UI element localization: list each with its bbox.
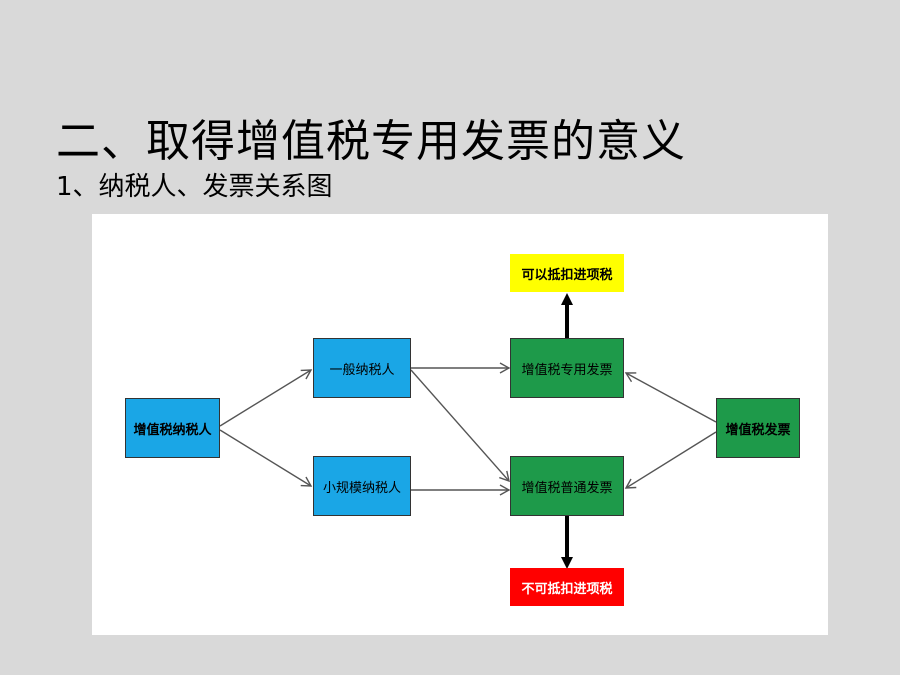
node-special-invoice: 增值税专用发票 <box>510 338 624 398</box>
arrow-vat-to-ordinary <box>624 431 717 489</box>
slide-subtitle: 1、纳税人、发票关系图 <box>56 172 333 202</box>
relationship-diagram: 增值税纳税人 一般纳税人 小规模纳税人 增值税专用发票 增值税普通发票 增值税发… <box>92 214 828 635</box>
arrow-vat-to-special <box>624 372 717 423</box>
node-deductible: 可以抵扣进项税 <box>510 254 624 292</box>
node-small-scale-taxpayer: 小规模纳税人 <box>313 456 411 516</box>
arrow-taxpayer-to-small <box>219 429 313 487</box>
node-vat-invoice: 增值税发票 <box>716 398 800 458</box>
node-ordinary-invoice: 增值税普通发票 <box>510 456 624 516</box>
diagram-connectors <box>219 293 717 569</box>
node-non-deductible: 不可抵扣进项税 <box>510 568 624 606</box>
arrow-taxpayer-to-general <box>219 369 313 427</box>
arrow-general-to-ordinary <box>410 369 510 483</box>
slide-title: 二、取得增值税专用发票的意义 <box>56 116 686 167</box>
node-vat-taxpayer: 增值税纳税人 <box>125 398 220 458</box>
node-general-taxpayer: 一般纳税人 <box>313 338 411 398</box>
